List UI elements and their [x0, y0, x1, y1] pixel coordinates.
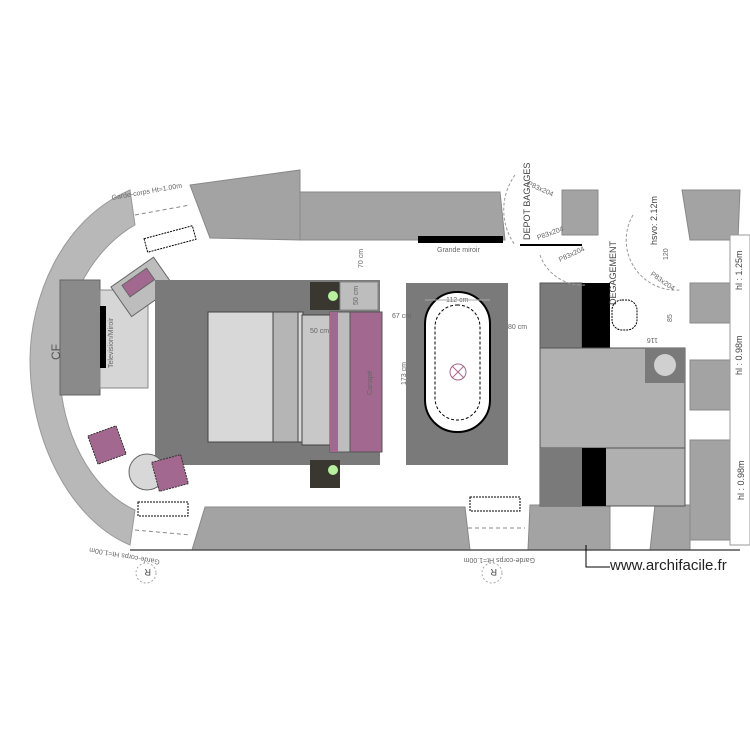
railing-label-bottom-mid: Garde-corps Ht=1.00m — [463, 556, 535, 563]
lamp-bottom — [328, 465, 338, 475]
wall-black-2 — [582, 448, 606, 506]
radiator-bottom-left — [137, 501, 189, 517]
bed-pillows — [272, 311, 299, 443]
pouf-right — [151, 454, 189, 492]
dim-116: 116 — [647, 336, 658, 343]
bottom-wall-far — [649, 504, 691, 551]
pouf-left — [87, 425, 127, 465]
dim-80: 80 cm — [508, 324, 527, 331]
radiator-marker-2-label: R — [490, 567, 497, 577]
sofa-arm — [330, 312, 338, 452]
cf-label: CF — [49, 344, 63, 360]
door-arc-1 — [503, 174, 516, 246]
lamp-top — [328, 291, 338, 301]
dim-173: 173 cm — [401, 362, 408, 385]
railing-label-top: Garde-corps Ht=1.00m — [111, 183, 183, 202]
railing-label-bottom-left: Garde-corps Ht=1.00m — [89, 546, 161, 565]
bottom-wall-right — [527, 504, 611, 551]
hall-label: DEGAGEMENT — [608, 240, 618, 305]
tv-label: Television/Miroir — [108, 317, 115, 368]
dim-67: 67 cm — [392, 313, 411, 320]
hsvo-label: hsvo: 2.12m — [649, 196, 659, 245]
sofa-seat — [349, 311, 383, 453]
door-label-4: P83x204 — [649, 271, 676, 293]
top-wall-mid — [299, 191, 506, 241]
dim-70: 70 cm — [358, 249, 365, 268]
hl-label-2: hl : 0.98m — [734, 335, 744, 375]
radiator-bottom-mid — [469, 496, 521, 512]
vanity-top — [539, 282, 583, 349]
dim-85: 85 — [667, 314, 674, 322]
mirror-label: Grande miroir — [437, 247, 480, 254]
top-wall-left — [189, 169, 301, 241]
bathtub-inner — [434, 304, 481, 421]
right-wall-seg3 — [689, 359, 731, 411]
sink — [654, 354, 676, 376]
radiator-marker-1-label: R — [144, 567, 151, 577]
dim-50-a: 50 cm — [353, 286, 360, 305]
drain-icon — [449, 363, 467, 381]
door-label-2: P83x204 — [536, 226, 564, 242]
right-wall-top — [681, 189, 741, 241]
luggage-label: DEPOT BAGAGES — [522, 163, 532, 240]
side-table-top — [339, 281, 379, 311]
armchair — [110, 256, 175, 318]
top-wall-pillar — [561, 189, 599, 236]
radiator-marker-1 — [135, 562, 157, 584]
radiator-marker-2 — [481, 562, 503, 584]
wall-black-1 — [582, 283, 610, 348]
toilet — [611, 299, 638, 331]
hl-label-1: hl : 1.25m — [734, 250, 744, 290]
bottom-wall-left — [191, 506, 471, 551]
dim-120: 120 — [663, 248, 670, 260]
right-wall-seg4 — [689, 439, 731, 541]
dim-50-b: 50 cm — [310, 328, 329, 335]
bench — [301, 314, 331, 446]
tv-screen — [100, 306, 106, 368]
right-wall-seg2 — [689, 282, 731, 324]
grand-mirror — [418, 236, 503, 243]
tv-cabinet — [59, 279, 101, 396]
bathtub — [424, 291, 491, 433]
watermark: www.archifacile.fr — [609, 557, 727, 574]
right-outer-panel — [729, 234, 750, 546]
vanity-bottom — [540, 448, 582, 506]
hl-label-3: hl : 0.98m — [736, 460, 746, 500]
sofa-label: Canapé — [367, 370, 374, 395]
radiator-top — [143, 225, 197, 253]
door-label-3: P83x204 — [558, 246, 586, 264]
door-arc-2 — [539, 254, 586, 286]
